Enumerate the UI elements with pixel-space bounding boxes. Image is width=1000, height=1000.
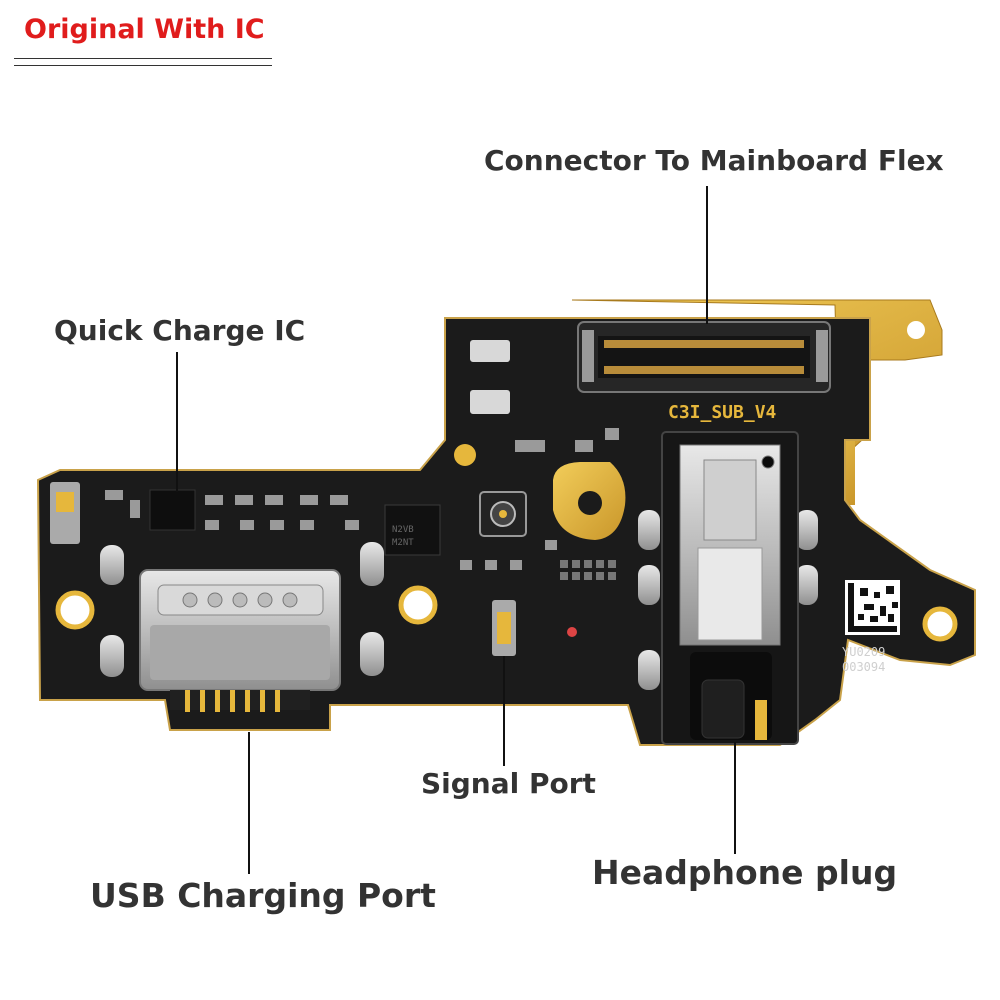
- leader-quick-charge: [176, 352, 178, 492]
- solder-tabs: [100, 510, 818, 690]
- serial-line-2: 003094: [842, 660, 885, 674]
- serial-line-1: YU0209: [842, 645, 885, 659]
- ic-marking-1: N2VB: [392, 525, 414, 535]
- badge-underline-2: [14, 65, 272, 66]
- mount-hole-right: [922, 606, 958, 642]
- signal-pad: [492, 600, 516, 656]
- silkscreen-label: C3I_SUB_V4: [668, 402, 777, 423]
- ic-chip-2: [384, 504, 441, 556]
- connector-label: Connector To Mainboard Flex: [484, 144, 944, 177]
- smd-components: [105, 428, 619, 570]
- data-matrix-code: [845, 580, 900, 635]
- leader-signal-port: [503, 656, 505, 766]
- leader-connector: [706, 186, 708, 324]
- leader-usb-port: [248, 732, 250, 874]
- usb-c-port: [139, 569, 341, 712]
- quick-charge-ic: [149, 489, 196, 531]
- headphone-label: Headphone plug: [592, 853, 898, 892]
- mainboard-connector: [577, 321, 831, 393]
- usb-port-label: USB Charging Port: [90, 876, 436, 915]
- left-spring-contact: [50, 482, 80, 544]
- original-with-ic-badge: Original With IC: [24, 14, 265, 45]
- smd-grid: [560, 560, 616, 580]
- leader-headphone: [734, 742, 736, 854]
- mount-hole-mid: [398, 585, 438, 625]
- badge-underline: [14, 58, 272, 59]
- signal-port-connector: [479, 491, 527, 537]
- test-point: [567, 627, 577, 637]
- top-left-pads: [470, 340, 510, 414]
- gold-dot: [454, 444, 476, 466]
- signal-port-label: Signal Port: [421, 767, 596, 800]
- ic-marking-2: M2NT: [392, 538, 414, 548]
- gold-mount-pad: [553, 462, 626, 540]
- mount-hole-left: [55, 590, 95, 630]
- mount-hole-top: [907, 321, 925, 339]
- headphone-jack: [661, 431, 799, 745]
- quick-charge-label: Quick Charge IC: [54, 314, 306, 347]
